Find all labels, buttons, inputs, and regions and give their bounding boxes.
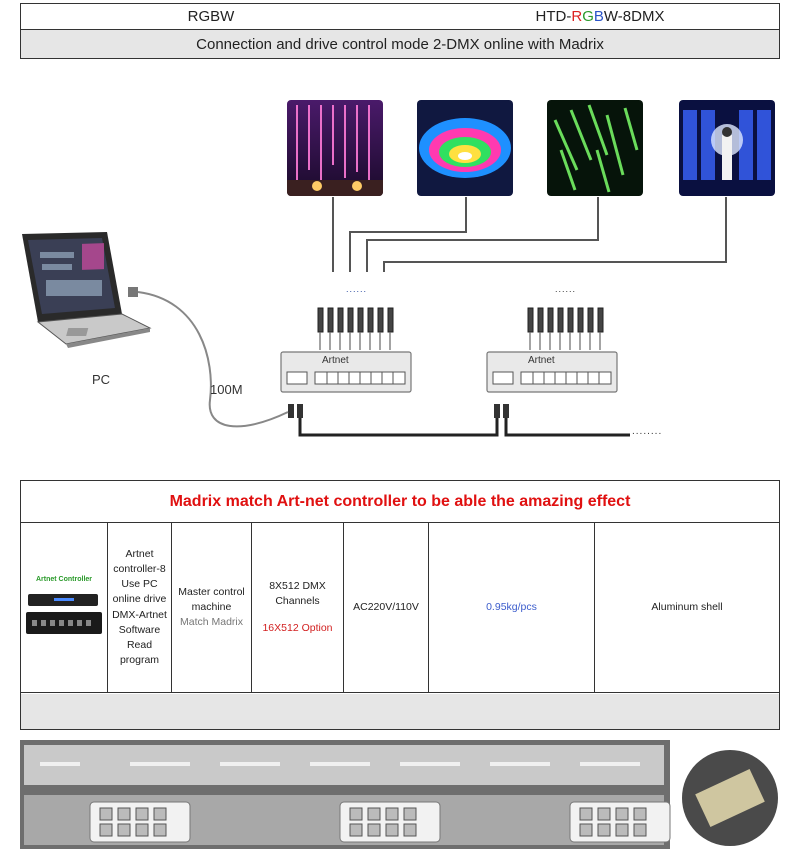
effect-photo-4 xyxy=(679,100,775,196)
empty-gray-row xyxy=(21,694,779,729)
header-subtitle: Connection and drive control mode 2-DMX … xyxy=(21,30,779,58)
led-strip-photo xyxy=(20,740,780,849)
power-cell: AC220V/110V xyxy=(344,523,429,692)
dots-chain: ........ xyxy=(632,426,663,437)
controller-1-label: Artnet xyxy=(322,355,349,366)
controller-image xyxy=(26,593,102,634)
dots-top-2: ...... xyxy=(555,284,577,294)
effect-photo-1 xyxy=(287,100,383,196)
artnet-controller-2 xyxy=(486,351,618,393)
controller-2-label: Artnet xyxy=(528,355,555,366)
header-table: RGBW HTD-RGBW-8DMX Connection and drive … xyxy=(20,3,780,59)
cable-length-label: 100M xyxy=(210,382,243,397)
master-control-cell: Master control machine Match Madrix xyxy=(172,523,252,692)
artnet-controller-1 xyxy=(280,351,412,393)
effect-photo-3 xyxy=(547,100,643,196)
product-row: Artnet Controller Artnet controller-8 Us… xyxy=(21,523,779,693)
product-desc-cell: Artnet controller-8 Use PC online drive … xyxy=(108,523,172,692)
effect-photo-2 xyxy=(417,100,513,196)
product-table: Madrix match Art-net controller to be ab… xyxy=(20,480,780,730)
weight-cell: 0.95kg/pcs xyxy=(429,523,595,692)
header-color-type: RGBW xyxy=(187,8,235,25)
header-model: HTD-RGBW-8DMX xyxy=(535,8,665,25)
laptop xyxy=(22,232,152,348)
channels-cell: 8X512 DMX Channels 16X512 Option xyxy=(252,523,344,692)
header-row-model: RGBW HTD-RGBW-8DMX xyxy=(21,4,779,30)
connection-diagram: PC 100M Artnet Artnet ...... ...... ....… xyxy=(0,60,800,460)
wiring-svg xyxy=(22,197,727,437)
product-image-cell: Artnet Controller xyxy=(21,523,108,692)
product-title: Madrix match Art-net controller to be ab… xyxy=(21,481,779,523)
shell-cell: Aluminum shell xyxy=(651,600,723,613)
product-image-label: Artnet Controller xyxy=(36,576,92,584)
dots-top-1: ...... xyxy=(346,284,368,294)
pc-label: PC xyxy=(92,372,111,387)
